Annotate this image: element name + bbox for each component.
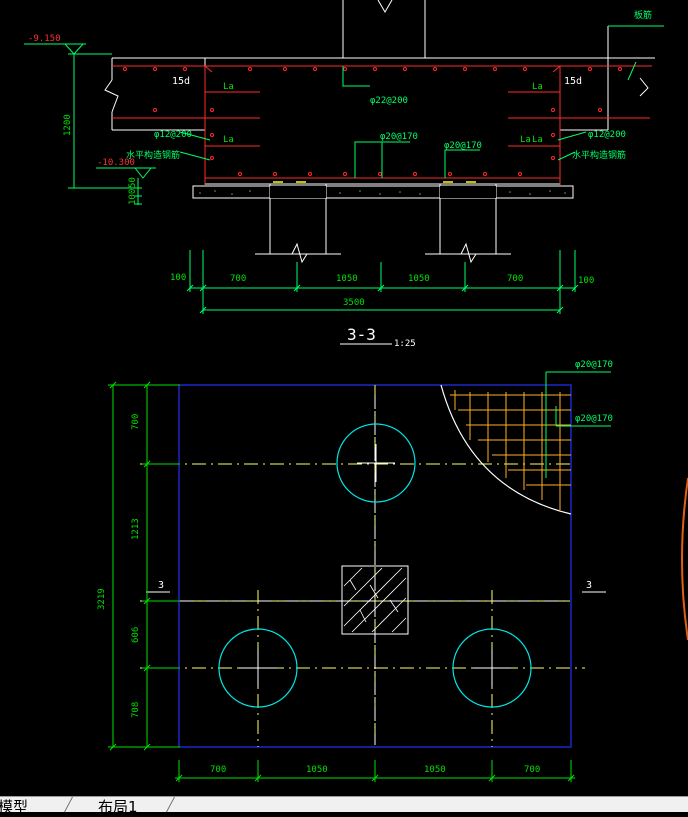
label-15d-right: 15d bbox=[564, 76, 582, 87]
note-right-label: 水平构造钢筋 bbox=[572, 149, 626, 161]
bottom-dimension-lines bbox=[189, 250, 576, 314]
bottom-dim-2: 700 bbox=[230, 274, 246, 284]
top-right-note-label: 板筋 bbox=[634, 9, 652, 21]
top-rebar-hooks bbox=[204, 65, 561, 73]
rebar-top-mid-label: φ22@200 bbox=[370, 96, 408, 106]
la-label-3: La bbox=[532, 82, 543, 92]
section-drawing: -9.150 -10.300 1200 50 100 15d 15d La La… bbox=[24, 0, 664, 349]
column-hatch-lines bbox=[343, 567, 407, 633]
section-mark-left: 3 bbox=[158, 580, 164, 591]
plan-drawing: φ20@170 φ20@170 3 3 700 1213 606 708 321… bbox=[97, 360, 613, 782]
pile-bottom-left bbox=[218, 628, 298, 708]
left-dimension-lines bbox=[68, 53, 142, 205]
la-label-4: La bbox=[520, 135, 531, 145]
mesh-arc bbox=[440, 384, 572, 515]
axis-lines-white bbox=[180, 395, 570, 745]
plan-rebar-label-2: φ20@170 bbox=[575, 414, 613, 424]
rebar-dots bbox=[123, 67, 622, 176]
tab-separator bbox=[166, 797, 175, 812]
dim-ticks bbox=[186, 284, 579, 314]
plan-rebar-label-1: φ20@170 bbox=[575, 360, 613, 370]
rebar-side-left-label: φ12@200 bbox=[154, 130, 192, 140]
elevation-top-mark bbox=[24, 43, 86, 55]
bottom-dim-1: 100 bbox=[170, 273, 186, 283]
column-break bbox=[377, 0, 393, 13]
height-dim-label: 1200 bbox=[63, 114, 73, 136]
mesh-grid bbox=[450, 390, 571, 510]
bottom-dim-6: 100 bbox=[578, 276, 594, 286]
la-label-6: La bbox=[290, 189, 301, 199]
pile-left-break bbox=[291, 242, 308, 264]
elevation-top-label: -9.150 bbox=[28, 34, 61, 44]
tab-layout1[interactable]: 布局1 bbox=[98, 798, 138, 816]
section-mark-right: 3 bbox=[586, 580, 592, 591]
plan-bottom-dim-3: 1050 bbox=[424, 765, 446, 775]
rebar-mid-label-2: φ20@170 bbox=[444, 141, 482, 151]
la-label-1: La bbox=[223, 82, 234, 92]
layout-tab-bar: 模型 布局1 bbox=[0, 796, 688, 816]
tab-separator bbox=[64, 797, 73, 812]
column-outline bbox=[342, 0, 426, 58]
plan-left-dim-2: 1213 bbox=[131, 518, 141, 540]
la-lines bbox=[112, 91, 650, 147]
tab-model[interactable]: 模型 bbox=[0, 798, 29, 816]
section-scale: 1:25 bbox=[394, 339, 416, 349]
dim-100-label: 100 bbox=[128, 189, 138, 205]
elevation-bottom-label: -10.300 bbox=[97, 158, 135, 168]
plan-left-total: 3219 bbox=[97, 588, 107, 610]
pile-right-break bbox=[460, 242, 477, 264]
pile-bottom-right bbox=[452, 628, 532, 708]
annotation-leaders bbox=[179, 25, 664, 178]
slab-outline bbox=[104, 26, 655, 185]
note-left-label: 水平构造钢筋 bbox=[126, 149, 180, 161]
plan-left-dim-lines bbox=[108, 384, 180, 748]
cad-drawing-canvas[interactable]: -9.150 -10.300 1200 50 100 15d 15d La La… bbox=[0, 0, 688, 796]
plan-left-dim-ticks bbox=[109, 381, 151, 751]
pile-top bbox=[336, 423, 416, 503]
plan-bottom-dim-2: 1050 bbox=[306, 765, 328, 775]
bottom-dim-5: 700 bbox=[507, 274, 523, 284]
la-label-5: La bbox=[532, 135, 543, 145]
total-dim-label: 3500 bbox=[343, 298, 365, 308]
rebar-mid-label-1: φ20@170 bbox=[380, 132, 418, 142]
rebar-side-right-label: φ12@200 bbox=[588, 130, 626, 140]
plan-left-dim-1: 700 bbox=[131, 414, 141, 430]
la-label-2: La bbox=[223, 135, 234, 145]
viewport-edge-trace bbox=[681, 477, 688, 641]
section-title: 3-3 bbox=[347, 325, 376, 344]
blinding-hatch bbox=[199, 190, 566, 195]
dim-50-label: 50 bbox=[128, 177, 138, 188]
plan-bottom-dim-4: 700 bbox=[524, 765, 540, 775]
blinding-pile-gap-left bbox=[270, 186, 326, 198]
right-break bbox=[639, 77, 649, 97]
mesh-leaders bbox=[545, 371, 611, 478]
bottom-dim-4: 1050 bbox=[408, 274, 430, 284]
blinding-layer bbox=[192, 185, 574, 199]
bottom-dim-3: 1050 bbox=[336, 274, 358, 284]
plan-left-dim-3: 606 bbox=[131, 627, 141, 643]
column-hatch bbox=[341, 565, 409, 635]
elevation-bottom-mark bbox=[96, 167, 156, 179]
plan-bottom-dim-ticks bbox=[175, 774, 575, 782]
label-15d-left: 15d bbox=[172, 76, 190, 87]
plan-bottom-dim-1: 700 bbox=[210, 765, 226, 775]
plan-left-dim-4: 708 bbox=[131, 702, 141, 718]
pile-crosshairs bbox=[239, 444, 511, 687]
blinding-pile-gap-right bbox=[440, 186, 496, 198]
